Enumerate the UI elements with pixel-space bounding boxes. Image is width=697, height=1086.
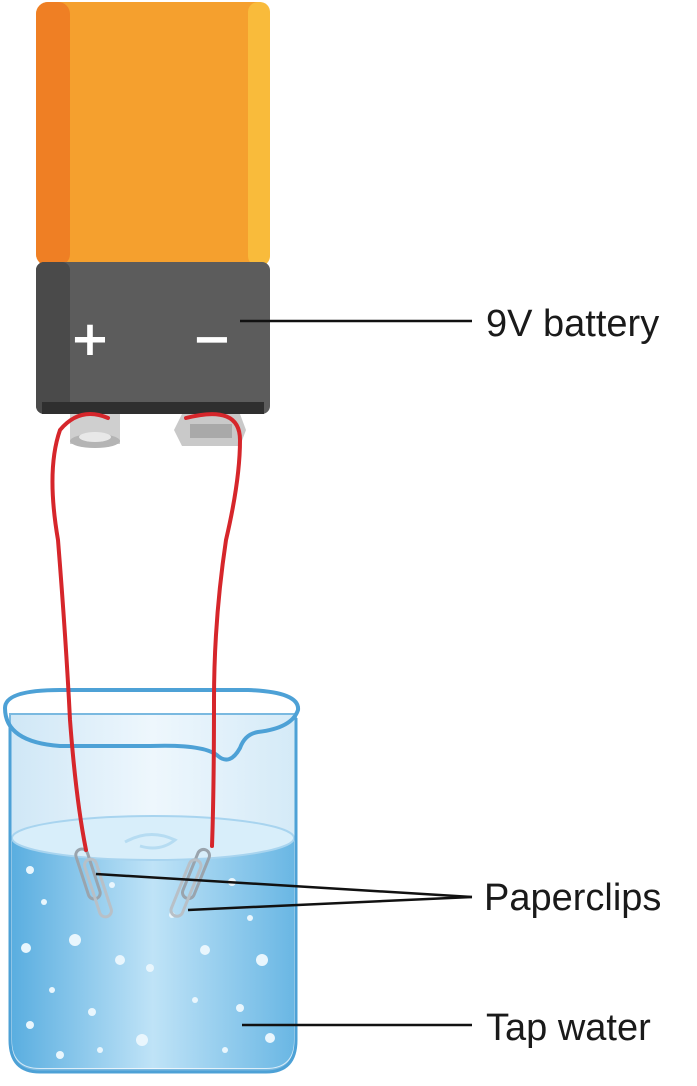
wire-negative [184, 412, 243, 848]
paperclip-left [74, 847, 113, 919]
label-paperclips: Paperclips [484, 877, 661, 919]
bubbles [21, 866, 275, 1059]
wires [50, 412, 243, 852]
water-surface [11, 815, 295, 861]
label-tap-water: Tap water [486, 1007, 651, 1049]
battery-body-shade [36, 262, 70, 414]
minus-terminal-sign: − [192, 311, 232, 367]
label-battery: 9V battery [486, 303, 659, 345]
wire-positive [50, 412, 110, 852]
positive-terminal [70, 414, 120, 448]
paperclips-leader-line-1 [95, 872, 473, 899]
beaker [2, 688, 301, 1074]
battery-body [36, 262, 270, 414]
beaker-bottom [8, 1039, 298, 1074]
battery: + − [36, 2, 270, 448]
battery-top-shade [36, 2, 70, 266]
paperclip-right [169, 847, 211, 918]
battery-base [42, 402, 264, 414]
beaker-rim [2, 688, 301, 762]
battery-top [36, 2, 270, 266]
negative-terminal [174, 414, 246, 446]
paperclips [74, 847, 211, 919]
leader-lines [95, 319, 473, 1027]
paperclips-leader-line-2 [187, 895, 473, 912]
plus-terminal-sign: + [70, 311, 110, 367]
water-swirl [124, 833, 178, 850]
battery-top-highlight [248, 2, 270, 266]
water [12, 840, 294, 1068]
